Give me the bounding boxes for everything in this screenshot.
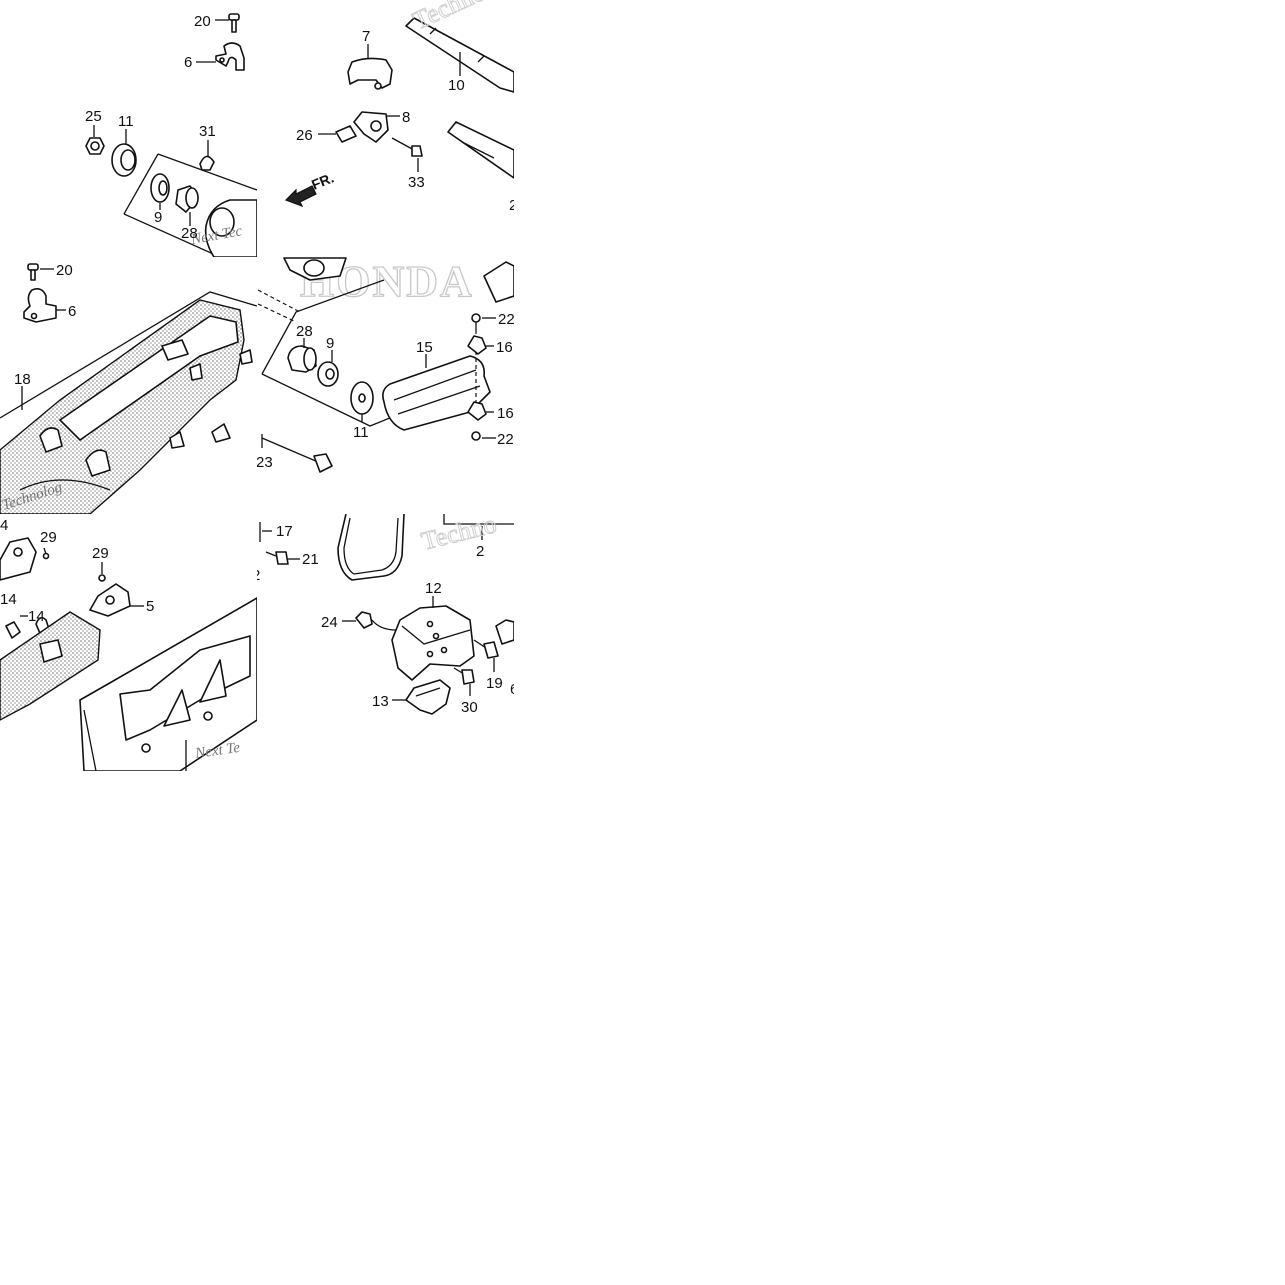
callout-number: 16 bbox=[496, 339, 513, 356]
callout-number: 9 bbox=[326, 335, 334, 352]
bolt-part bbox=[228, 13, 240, 33]
callout-number: 24 bbox=[321, 614, 338, 631]
bolt-part bbox=[453, 667, 475, 685]
watermark-text: Next Te bbox=[193, 740, 241, 762]
callout-number: 8 bbox=[402, 109, 410, 126]
callout-number: 25 bbox=[85, 108, 102, 125]
callout-number: 2 bbox=[252, 567, 260, 584]
tile-top-left: Next Tec 20 6 25 11 31 9 28 bbox=[85, 13, 257, 257]
nut-part bbox=[355, 611, 397, 631]
screw-part bbox=[471, 431, 481, 441]
collar-part bbox=[85, 137, 105, 155]
slider-part bbox=[405, 679, 451, 715]
callout-number: 18 bbox=[14, 371, 31, 388]
collar-part bbox=[467, 335, 487, 355]
bearing-part bbox=[111, 143, 137, 177]
tile-bottom-middle: 2 Techno bbox=[252, 509, 518, 716]
callout-number: 29 bbox=[92, 545, 109, 562]
front-direction-arrow-icon: FR. bbox=[284, 169, 336, 208]
callout-number: 14 bbox=[28, 608, 45, 625]
guide-plate-part bbox=[89, 583, 131, 617]
callout-number: 20 bbox=[194, 13, 211, 30]
screw-part bbox=[98, 562, 106, 582]
seal-part bbox=[150, 173, 170, 203]
bolt-part bbox=[473, 639, 499, 659]
tile-top-middle: Techno 2 FR. 7 bbox=[284, 0, 517, 214]
drive-chain-part bbox=[337, 514, 405, 581]
callout-number: 23 bbox=[256, 454, 273, 471]
bushing-part bbox=[175, 185, 199, 213]
callout-number: 16 bbox=[497, 405, 514, 422]
callout-number: 6 bbox=[184, 54, 192, 71]
bracket-part bbox=[0, 537, 37, 581]
watermark-text: Techno bbox=[418, 509, 499, 556]
callout-number: 17 bbox=[276, 523, 293, 540]
callout-number: 14 bbox=[0, 591, 17, 608]
chain-guide-part bbox=[391, 605, 475, 681]
screw-part bbox=[265, 551, 289, 565]
bolt-part bbox=[391, 137, 423, 157]
callout-number: 30 bbox=[461, 699, 478, 716]
callout-number: 5 bbox=[146, 598, 154, 615]
collar-part bbox=[467, 401, 487, 421]
callout-number: 31 bbox=[199, 123, 216, 140]
callout-number: 2 bbox=[476, 543, 484, 560]
callout-number: 11 bbox=[118, 113, 134, 130]
tile-center: HONDA bbox=[256, 257, 515, 473]
callout-number: 4 bbox=[0, 517, 8, 534]
clamp-part bbox=[23, 288, 57, 323]
callout-number: 10 bbox=[448, 77, 465, 94]
callout-number: 13 bbox=[372, 693, 389, 710]
screw-part bbox=[471, 313, 481, 330]
callout-number: 29 bbox=[40, 529, 57, 546]
pivot-bolt-part bbox=[261, 437, 333, 473]
tile-bottom-left: Next Te 4 29 29 14 14 5 bbox=[0, 517, 257, 771]
clamp-part bbox=[215, 42, 245, 71]
callout-number: 28 bbox=[296, 323, 313, 340]
callout-number: 19 bbox=[486, 675, 503, 692]
seal-part bbox=[317, 361, 339, 387]
clip-part bbox=[199, 155, 215, 171]
callout-number: 28 bbox=[181, 225, 198, 242]
callout-number: 9 bbox=[154, 209, 162, 226]
bolt-part bbox=[27, 263, 39, 281]
callout-number: 2 bbox=[509, 197, 517, 214]
watermark-text: Techno bbox=[408, 0, 489, 35]
callout-number: 7 bbox=[362, 28, 370, 45]
chain-guard-part bbox=[79, 597, 257, 771]
callout-number: 6 bbox=[510, 681, 518, 698]
callout-number: 22 bbox=[497, 431, 514, 448]
cap-part bbox=[347, 57, 393, 90]
washer-part bbox=[350, 381, 374, 415]
callout-number: 11 bbox=[353, 424, 369, 441]
callout-number: 20 bbox=[56, 262, 73, 279]
callout-number: 12 bbox=[425, 580, 442, 597]
screw-part bbox=[42, 547, 50, 560]
callout-number: 15 bbox=[416, 339, 433, 356]
bushing-part bbox=[287, 345, 317, 373]
svg-text:FR.: FR. bbox=[309, 169, 336, 192]
bolt-part bbox=[5, 621, 21, 639]
tile-middle-left: Technolog 20 6 18 bbox=[0, 262, 257, 514]
chain-slider-part bbox=[382, 355, 491, 431]
callout-number: 33 bbox=[408, 174, 425, 191]
adjuster-plate-part bbox=[353, 111, 389, 143]
callout-number: 21 bbox=[302, 551, 319, 568]
pin-part bbox=[335, 125, 357, 143]
callout-number: 22 bbox=[498, 311, 515, 328]
callout-number: 6 bbox=[68, 303, 76, 320]
callout-number: 26 bbox=[296, 127, 313, 144]
swingarm-part bbox=[0, 291, 257, 514]
